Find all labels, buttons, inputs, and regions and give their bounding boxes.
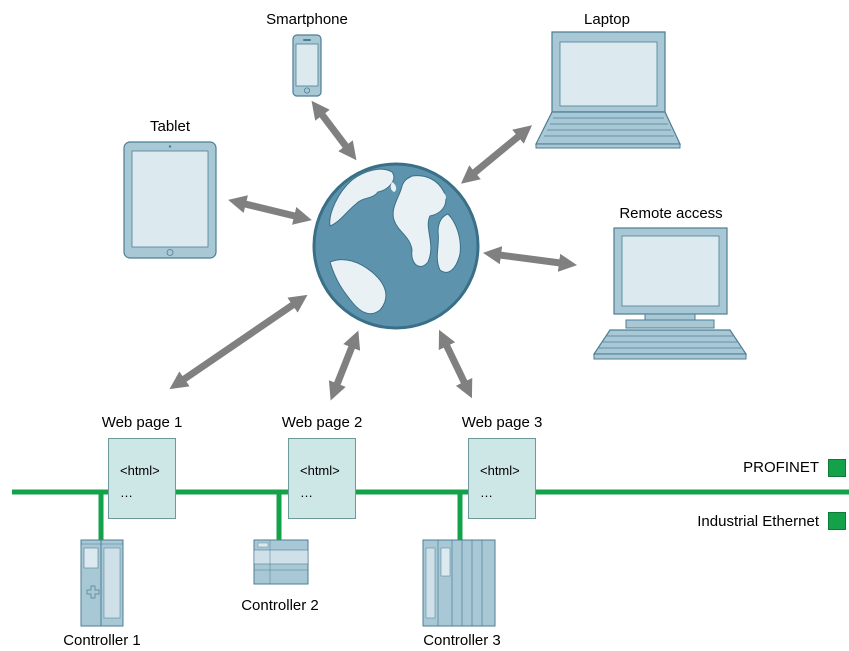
web-page-3-ellipsis: … [480, 485, 493, 500]
web-page-3-html: <html> [480, 463, 520, 478]
arrow-web-page-1 [169, 294, 308, 390]
controller-2-device-icon [253, 539, 309, 585]
remote-access-label: Remote access [619, 205, 723, 222]
web-page-3-title: Web page 3 [461, 414, 543, 431]
web-page-1-html: <html> [120, 463, 160, 478]
smartphone-label: Smartphone [266, 11, 348, 28]
controller-1-label: Controller 1 [63, 632, 141, 649]
controller-1-device-icon [80, 539, 124, 627]
laptop-icon [535, 31, 681, 149]
web-page-3-box: <html> … [468, 438, 536, 519]
legend-industrial-ethernet-label: Industrial Ethernet [697, 513, 819, 530]
controller-3-device-icon [422, 539, 496, 627]
globe-icon [312, 162, 480, 330]
arrow-web-page-3 [438, 329, 473, 399]
smartphone-icon [292, 34, 322, 97]
arrow-laptop [460, 125, 533, 184]
tablet-label: Tablet [149, 118, 191, 135]
laptop-label: Laptop [584, 11, 630, 28]
web-page-2-box: <html> … [288, 438, 356, 519]
arrow-smartphone [311, 100, 357, 161]
controller-3-label: Controller 3 [423, 632, 501, 649]
legend-profinet-swatch [828, 459, 846, 477]
arrow-remote-access [482, 246, 578, 272]
web-page-1-title: Web page 1 [101, 414, 183, 431]
arrow-web-page-2 [328, 330, 361, 401]
desktop-computer-icon [592, 227, 748, 360]
arrow-tablet [228, 195, 312, 225]
controller-2-label: Controller 2 [241, 597, 319, 614]
tablet-icon [123, 141, 217, 259]
web-page-1-box: <html> … [108, 438, 176, 519]
legend-industrial-ethernet-swatch [828, 512, 846, 530]
web-page-2-html: <html> [300, 463, 340, 478]
web-page-2-ellipsis: … [300, 485, 313, 500]
web-page-2-title: Web page 2 [281, 414, 363, 431]
legend-profinet-label: PROFINET [743, 459, 819, 476]
web-page-1-ellipsis: … [120, 485, 133, 500]
